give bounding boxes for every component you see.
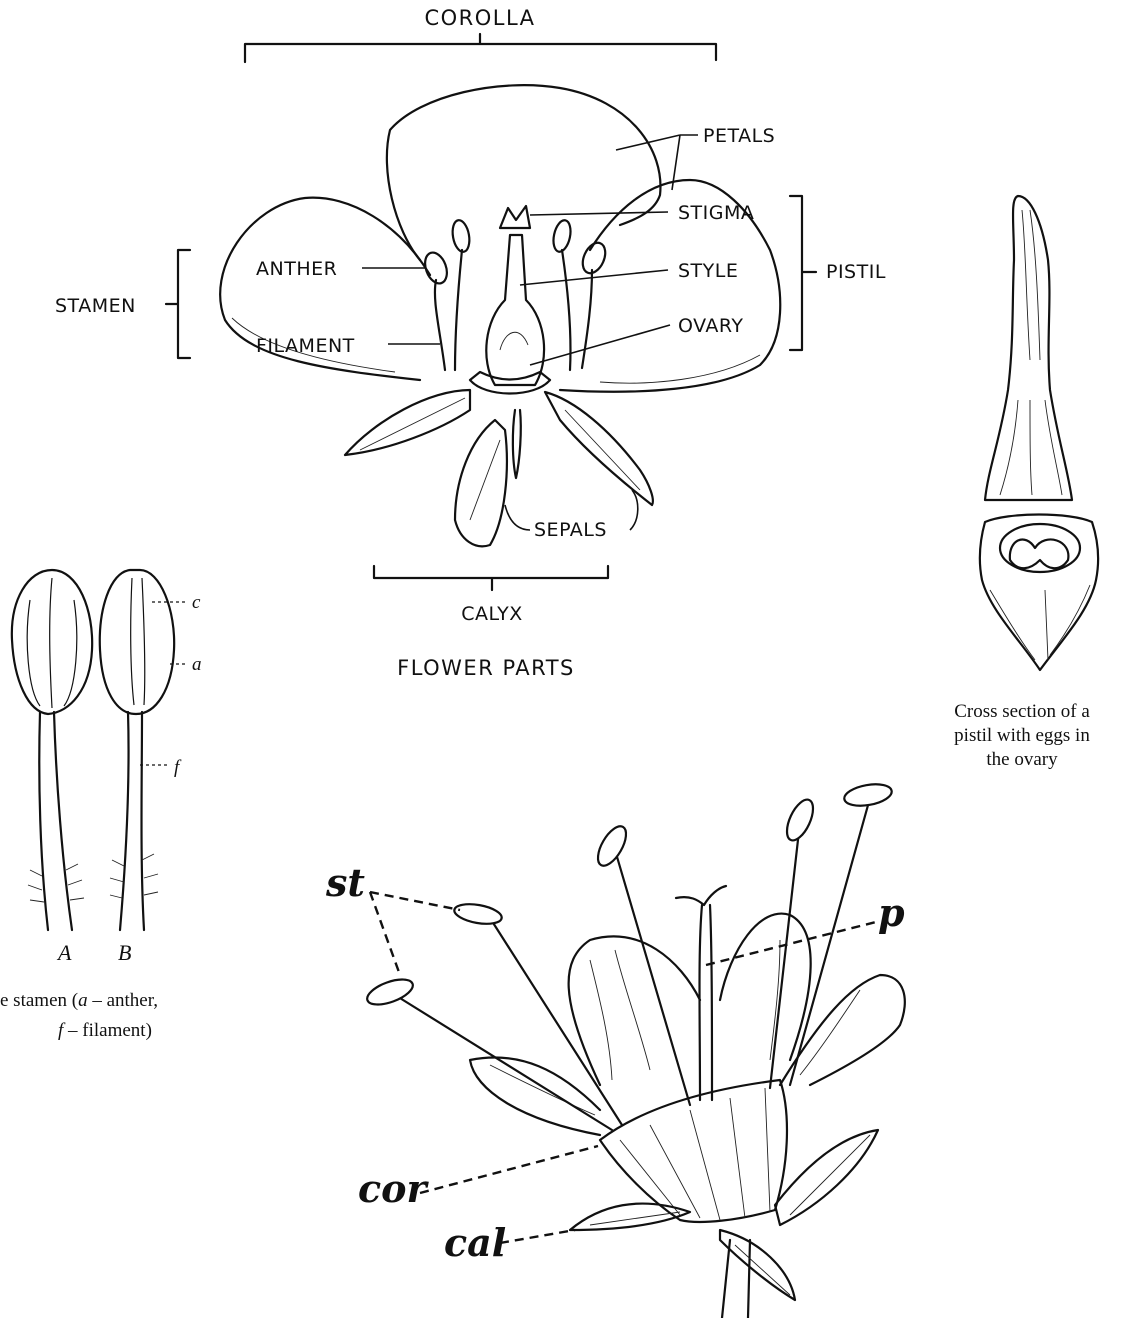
- filament-b: [120, 712, 144, 930]
- pistil-ovary-style: [486, 235, 544, 385]
- stamen-caption-a: a: [78, 990, 88, 1011]
- lily-petal-back-right: [720, 914, 811, 1060]
- pistil-label: PISTIL: [826, 261, 886, 283]
- label-p: p: [878, 890, 905, 935]
- lily-stamens: [364, 781, 893, 1130]
- stamen-leaders: [140, 602, 186, 765]
- label-f: f: [174, 757, 182, 778]
- stigma-label: STIGMA: [678, 202, 754, 224]
- stamen-bracket: [166, 250, 190, 358]
- sepal-right: [545, 392, 653, 505]
- label-c: c: [192, 592, 201, 613]
- petal-back: [387, 85, 661, 260]
- filament-label: FILAMENT: [256, 335, 355, 357]
- p-leader: [706, 922, 876, 965]
- ovary-leader: [530, 325, 670, 365]
- sepals-leader-right: [630, 490, 638, 530]
- lily-petal-left: [470, 1057, 600, 1135]
- sepals-label: SEPALS: [534, 519, 607, 541]
- calyx-bracket: [374, 566, 608, 590]
- corolla-label: COROLLA: [424, 6, 535, 30]
- stamen-label: STAMEN: [55, 295, 136, 317]
- pistil-upper: [985, 196, 1072, 500]
- label-cal: cal: [444, 1220, 506, 1265]
- anther-a: [12, 570, 92, 714]
- label-st: st: [325, 860, 365, 905]
- ovules: [1010, 539, 1069, 568]
- filament-a: [39, 712, 72, 930]
- stamen-caption-suffix: – anther,: [88, 990, 158, 1011]
- stamens-group: [421, 219, 610, 370]
- lily-pistil: [700, 905, 713, 1100]
- stamen-detail-figure: c a f A B e stamen (a – anther, f – fila…: [0, 570, 202, 1041]
- stigma-leader: [530, 212, 668, 215]
- anther-b: [100, 570, 174, 714]
- stamen-caption-line1: e stamen (a – anther,: [0, 990, 158, 1011]
- stem: [513, 410, 521, 478]
- anther-label: ANTHER: [256, 258, 337, 280]
- petals-label: PETALS: [703, 125, 775, 147]
- pistil-bracket: [790, 196, 816, 350]
- corolla-bracket: [245, 34, 716, 62]
- stamen-caption-prefix: e stamen (: [0, 990, 78, 1011]
- cor-leader: [420, 1146, 598, 1193]
- label-cor: cor: [358, 1166, 429, 1211]
- ovary-label: OVARY: [678, 315, 744, 337]
- lily-sepal-right: [775, 1130, 878, 1225]
- sepal-left: [345, 390, 470, 455]
- flower-parts-figure: COROLLA PE: [55, 6, 886, 680]
- pistil-cross-section-figure: Cross section of a pistil with eggs in t…: [954, 196, 1098, 770]
- lily-sepal-left: [570, 1204, 690, 1230]
- lily-petal-back-left: [569, 936, 700, 1085]
- sepal-front: [455, 420, 507, 546]
- pistil-caption-line1: Cross section of a: [954, 701, 1090, 722]
- ovary-section: [980, 515, 1098, 671]
- lily-stigma: [676, 886, 726, 905]
- calyx-label: CALYX: [461, 603, 522, 625]
- style-label: STYLE: [678, 260, 738, 282]
- receptacle: [470, 372, 550, 394]
- st-leader: [370, 892, 460, 975]
- label-A: A: [56, 940, 72, 965]
- lily-stem: [722, 1240, 750, 1318]
- label-a: a: [192, 654, 202, 675]
- stamen-caption-line2: f – filament): [58, 1020, 152, 1041]
- pistil-caption-line2: pistil with eggs in: [954, 725, 1090, 746]
- cal-leader: [500, 1230, 575, 1243]
- flower-parts-title: FLOWER PARTS: [397, 656, 575, 680]
- stigma-shape: [500, 206, 530, 228]
- lily-corolla-cup: [600, 1080, 787, 1222]
- sepals-leader-left: [505, 505, 530, 530]
- stamen-caption-suffix2: – filament): [63, 1020, 152, 1041]
- lily-flower-figure: st p cor cal: [325, 781, 905, 1318]
- label-B: B: [118, 940, 131, 965]
- pistil-caption-line3: the ovary: [986, 749, 1058, 770]
